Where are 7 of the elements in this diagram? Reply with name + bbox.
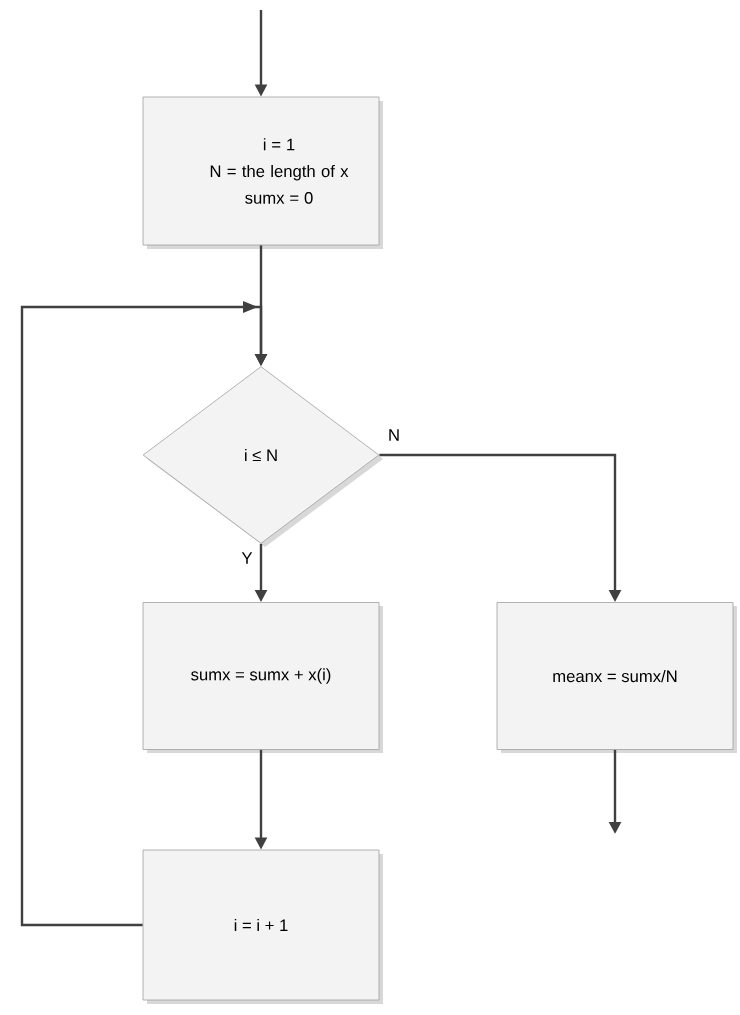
process-box: i = i + 1 bbox=[142, 849, 383, 1004]
edge-label: Y bbox=[240, 550, 254, 566]
process-box: sumx = sumx + x(i) bbox=[142, 602, 383, 753]
edge-label: N bbox=[386, 427, 402, 443]
process-box: i = 1 N = the length of x sumx = 0 bbox=[142, 96, 383, 249]
process-box: meanx = sumx/N bbox=[496, 602, 737, 753]
arrow bbox=[20, 301, 268, 927]
